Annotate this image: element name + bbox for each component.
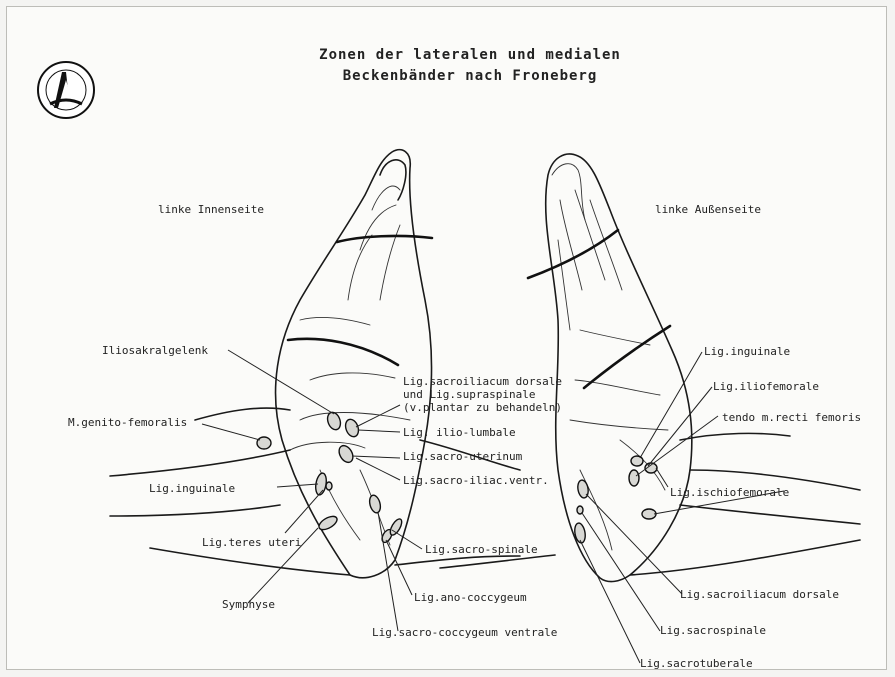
label-genito-femoralis: M.genito-femoralis: [68, 416, 187, 429]
label-sacroiliacum-dorsale-line1: Lig.sacroiliacum dorsale: [403, 375, 562, 388]
label-lig-iliofemorale: Lig.iliofemorale: [713, 380, 819, 393]
label-lig-inguinale-left: Lig.inguinale: [149, 482, 235, 495]
label-lig-ano-coccygeum: Lig.ano-coccygeum: [414, 591, 527, 604]
label-tendo-recti-femoris: tendo m.recti femoris: [722, 411, 861, 424]
label-lig-sacro-coccygeum-ventrale: Lig.sacro-coccygeum ventrale: [372, 626, 557, 639]
label-lig-sacrotuberale: Lig.sacrotuberale: [640, 657, 753, 670]
seal-logo-icon: [38, 62, 94, 118]
label-lig-ilio-lumbale: Lig. ilio-lumbale: [403, 426, 516, 439]
title-line-1: Zonen der lateralen und medialen: [319, 47, 621, 63]
label-lig-teres-uteri: Lig.teres uteri: [202, 536, 301, 549]
label-lig-sacro-uterinum: Lig.sacro-uterinum: [403, 450, 523, 463]
label-lig-inguinale-right: Lig.inguinale: [704, 345, 790, 358]
right-foot-labels: Lig.inguinale Lig.iliofemorale tendo m.r…: [640, 345, 861, 670]
label-lig-ischiofemorale: Lig.ischiofemorale: [670, 486, 789, 499]
label-lig-sacro-spinale: Lig.sacro-spinale: [425, 543, 538, 556]
right-foot-heading: linke Außenseite: [655, 203, 761, 216]
label-lig-sacroiliacum-dorsale: Lig.sacroiliacum dorsale: [680, 588, 839, 601]
label-sacroiliacum-dorsale-line3: (v.plantar zu behandeln): [403, 401, 562, 414]
right-foot-drawing: [440, 154, 860, 582]
label-lig-sacrospinale: Lig.sacrospinale: [660, 624, 766, 637]
label-iliosakralgelenk: Iliosakralgelenk: [102, 344, 208, 357]
left-foot-labels: Iliosakralgelenk M.genito-femoralis Lig.…: [68, 344, 562, 639]
label-lig-sacro-iliac-ventr: Lig.sacro-iliac.ventr.: [403, 474, 549, 487]
title-line-2: Beckenbänder nach Froneberg: [343, 68, 598, 84]
label-sacroiliacum-dorsale-line2: und Lig.supraspinale: [403, 388, 535, 401]
right-foot-leaders: [580, 352, 784, 663]
label-symphyse: Symphyse: [222, 598, 275, 611]
left-foot-heading: linke Innenseite: [158, 203, 264, 216]
